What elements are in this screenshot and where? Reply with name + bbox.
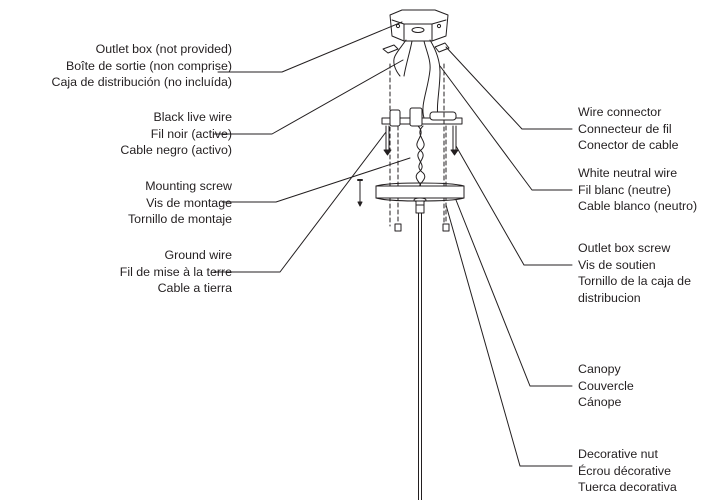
supply-wires <box>382 39 450 119</box>
leader-lines <box>213 21 573 467</box>
outlet-box-screw-en: Outlet box screw <box>578 241 671 255</box>
twisted-wires <box>415 125 426 187</box>
outlet-box-illustration <box>389 9 449 42</box>
decorative-nut-fr: Écrou décorative <box>578 463 671 478</box>
white-neutral-wire-fr: Fil blanc (neutre) <box>578 182 671 197</box>
decorative-nut-es: Tuerca decorativa <box>578 480 677 494</box>
ground-wire-en: Ground wire <box>164 248 233 262</box>
label-decorative-nut: Decorative nut Écrou décorative Tuerca d… <box>578 446 677 496</box>
wire-connector-es: Conector de cable <box>578 138 679 152</box>
outlet-box-es: Caja de distribución (no incluída) <box>51 75 232 89</box>
wire-connector-en: Wire connector <box>578 105 662 119</box>
label-outlet-box: Outlet box (not provided) Boîte de sorti… <box>52 41 232 91</box>
outlet-box-screw-fr: Vis de soutien <box>578 257 656 272</box>
label-ground-wire: Ground wire Fil de mise à la terre Cable… <box>120 247 232 297</box>
mounting-screw-es: Tornillo de montaje <box>127 212 232 226</box>
loose-mounting-screw <box>357 179 363 207</box>
black-live-wire-en: Black live wire <box>153 110 233 124</box>
label-canopy: Canopy Couvercle Cánope <box>578 361 634 411</box>
canopy-illustration <box>375 182 465 203</box>
white-neutral-wire-en: White neutral wire <box>578 166 678 180</box>
black-live-wire-es: Cable negro (activo) <box>120 143 232 157</box>
mounting-screw-fr: Vis de montage <box>146 195 232 210</box>
outlet-box-fr: Boîte de sortie (non comprise) <box>66 58 232 73</box>
white-neutral-wire-es: Cable blanco (neutro) <box>578 199 698 213</box>
outlet-box-screw-es-2: distribucion <box>578 290 641 305</box>
canopy-es: Cánope <box>578 395 622 409</box>
ground-wire-fr: Fil de mise à la terre <box>119 264 232 279</box>
label-wire-connector: Wire connector Connecteur de fil Conecto… <box>578 104 679 154</box>
black-live-wire-fr: Fil noir (active) <box>150 126 232 141</box>
wire-connector-fr: Connecteur de fil <box>578 121 672 136</box>
pendant-cord <box>418 212 422 500</box>
mounting-screw-en: Mounting screw <box>145 179 232 193</box>
decorative-nut-illustration <box>415 200 425 214</box>
label-black-live-wire: Black live wire Fil noir (active) Cable … <box>120 109 232 159</box>
decorative-nut-en: Decorative nut <box>578 447 658 461</box>
canopy-en: Canopy <box>578 362 621 376</box>
label-outlet-box-screw: Outlet box screw Vis de soutien Tornillo… <box>578 240 691 306</box>
canopy-fr: Couvercle <box>578 378 634 393</box>
outlet-box-en: Outlet box (not provided) <box>95 42 232 56</box>
outlet-box-screw-es-1: Tornillo de la caja de <box>578 274 691 288</box>
ground-wire-es: Cable a tierra <box>157 281 232 295</box>
mounting-strap <box>381 107 463 156</box>
label-mounting-screw: Mounting screw Vis de montage Tornillo d… <box>128 178 232 228</box>
label-white-neutral-wire: White neutral wire Fil blanc (neutre) Ca… <box>578 165 697 215</box>
